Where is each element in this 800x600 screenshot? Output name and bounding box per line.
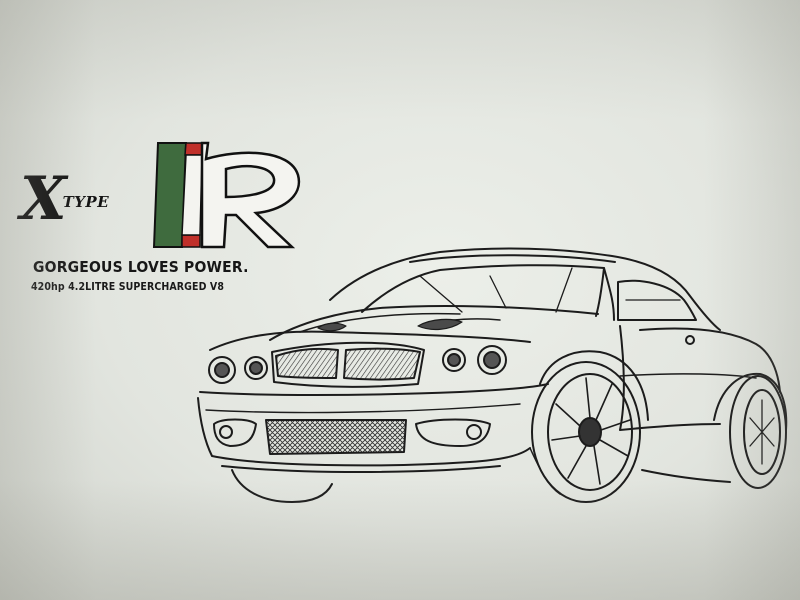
car-grille-right [343,347,421,381]
car-rear-tire [729,375,787,489]
car-foglight-right-housing [415,418,491,447]
r-badge-white-stripe [181,154,203,236]
x-type-r-logo: XTYPE R [20,135,310,253]
car-foglight-right [466,424,482,440]
car-headlight-right-inner [442,348,466,372]
car-windshield [361,264,605,317]
car-front-splitter [221,465,501,473]
car-hood-edge [269,305,599,341]
car-rear-wheel-arch [713,372,788,431]
car-hood-scoop-left [317,322,347,332]
car-grille-surround [271,341,425,388]
car-lower-intake [265,419,407,455]
x-type-wordmark: XTYPE [20,169,109,229]
tagline: GORGEOUS LOVES POWER. [33,258,249,276]
car-side-shoulder [639,327,781,393]
car-front-right-tire [531,361,641,503]
car-rocker [641,469,731,483]
car-headlight-left-inner [244,356,268,380]
car-hood-crease [299,312,461,333]
car-front-right-rim [547,373,633,491]
car-bumper-bottom [197,397,531,467]
car-headlight-right-outer [477,345,507,375]
car-side-crease [619,373,757,379]
car-front-upper-line [209,330,531,351]
car-a-pillar [603,267,615,321]
car-rear-spokes [749,399,775,465]
car-headlight-left-inner-lens [249,361,263,375]
car-headlight-left-outer [208,356,236,384]
car-front-lower-edge [529,447,561,495]
car-roofline [329,247,721,331]
car-grille-left [275,347,339,379]
car-front-left-tire [231,469,333,503]
car-side-window [617,279,697,321]
car-headlight-left-outer-lens [214,362,230,378]
car-windshield-reflection-2 [489,275,507,309]
car-front-right-hub [578,417,602,447]
car-foglight-left-housing [213,418,257,447]
car-hood-scoop-right [417,318,463,331]
engine-specs: 420hp 4.2LITRE SUPERCHARGED V8 [31,281,224,293]
car-a-pillar-line [555,267,573,313]
car-door-line [619,325,721,431]
car-headlight-right-inner-lens [447,353,461,367]
car-roof-panel-line [409,254,616,263]
car-rear-rim [743,389,781,475]
car-foglight-left [219,425,233,439]
car-front-right-spokes [551,377,631,485]
car-bumper-top [199,383,549,396]
r-badge-icon: R [152,141,301,249]
car-mirror-mount [685,335,695,345]
car-headlight-right-outer-lens [483,351,501,369]
type-word: TYPE [62,193,110,211]
car-front-wheel-arch [539,350,649,421]
x-letter: X [20,164,67,234]
r-letter-outline [200,141,301,249]
car-bumper-crease [205,403,521,414]
